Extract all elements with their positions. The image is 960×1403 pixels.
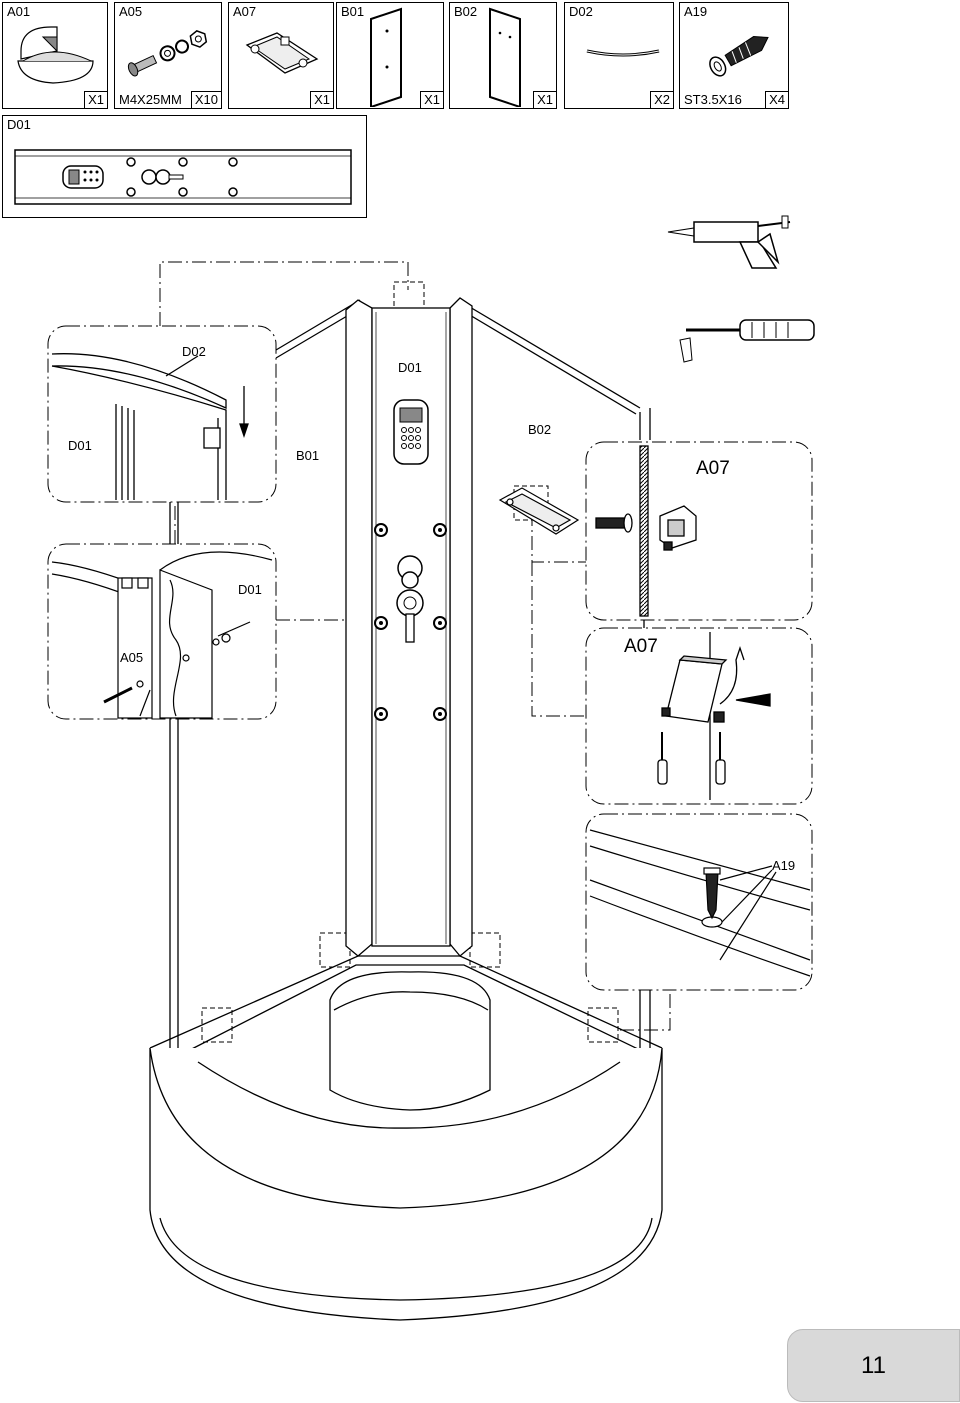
part-box-b01: B01 X1 — [336, 2, 444, 109]
part-code: A07 — [233, 4, 257, 19]
part-qty: X1 — [533, 91, 557, 109]
page-number: 11 — [861, 1352, 886, 1379]
part-box-a07: A07 X1 — [228, 2, 334, 109]
screw-plug-icon — [709, 36, 769, 77]
part-qty: X1 — [84, 91, 108, 109]
shower-column-icon — [14, 149, 352, 205]
callout-label-a19: A19 — [772, 858, 795, 873]
shower-tray — [149, 955, 663, 1321]
callout-label-b02: B02 — [528, 422, 551, 437]
callout-label-d02: D02 — [182, 344, 206, 359]
arc-rail-icon — [586, 49, 660, 57]
callout-label-a05: A05 — [120, 650, 143, 665]
part-box-a05: A05 M4X25MM X10 — [114, 2, 222, 109]
screwdriver-icon — [679, 319, 815, 363]
part-code: B01 — [341, 4, 365, 19]
callout-label-d01: D01 — [68, 438, 92, 453]
part-box-d02: D02 X2 — [564, 2, 674, 109]
part-size: M4X25MM — [119, 92, 182, 107]
silicone-gun-icon — [667, 215, 791, 269]
callout-label-d01: D01 — [238, 582, 262, 597]
callout-label-a07: A07 — [696, 458, 730, 479]
glass-clamp-icon — [245, 32, 319, 74]
part-box-d01: D01 — [2, 115, 367, 218]
part-size: ST3.5X16 — [684, 92, 742, 107]
glass-panel-icon — [489, 7, 521, 107]
part-qty: X1 — [310, 91, 334, 109]
page-number-tab: 11 — [787, 1329, 960, 1402]
glass-panel-icon — [370, 7, 402, 107]
bolt-washer-nut-icon — [127, 30, 208, 77]
part-qty: X4 — [765, 91, 789, 109]
shower-column — [345, 297, 473, 957]
part-code: A19 — [684, 4, 708, 19]
part-qty: X10 — [190, 91, 222, 109]
callout-label-d01: D01 — [398, 360, 422, 375]
glass-clamp — [498, 487, 580, 535]
callout-label-a07: A07 — [624, 636, 658, 657]
part-box-b02: B02 X1 — [449, 2, 557, 109]
part-qty: X1 — [420, 91, 444, 109]
part-code: A05 — [119, 4, 143, 19]
callout-label-b01: B01 — [296, 448, 319, 463]
part-qty: X2 — [650, 91, 674, 109]
part-code: B02 — [454, 4, 478, 19]
part-code: D02 — [569, 4, 593, 19]
shower-tray-icon — [17, 26, 94, 84]
part-code: A01 — [7, 4, 31, 19]
part-code: D01 — [7, 117, 31, 132]
part-box-a19: A19 ST3.5X16 X4 — [679, 2, 789, 109]
part-box-a01: A01 X1 — [2, 2, 108, 109]
